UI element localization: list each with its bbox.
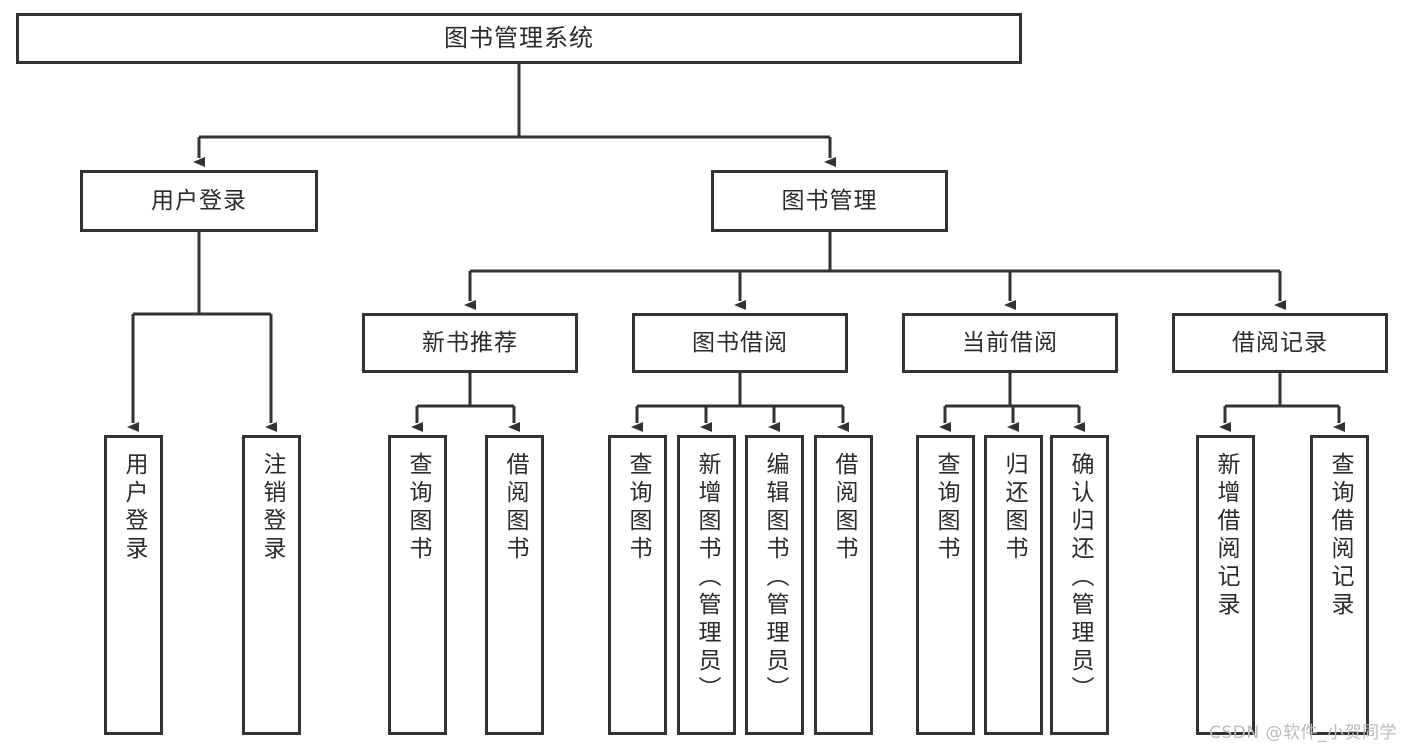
node-new-book-rec[interactable]: 新书推荐 — [362, 313, 578, 373]
node-leaf-borrow-book-rec-label: 借阅图书 — [502, 452, 528, 564]
node-leaf-query-book-label: 查询图书 — [625, 452, 651, 564]
node-leaf-query-book-cur-label: 查询图书 — [933, 452, 959, 564]
node-leaf-add-borrow-record-label: 新增借阅记录 — [1213, 452, 1239, 620]
node-leaf-borrow-book-label: 借阅图书 — [831, 452, 857, 564]
node-root-label: 图书管理系统 — [444, 23, 594, 52]
node-leaf-user-login-label: 用户登录 — [121, 452, 147, 564]
node-book-borrow-label: 图书借阅 — [692, 329, 788, 356]
node-leaf-return-book-label: 归还图书 — [1001, 452, 1027, 564]
node-new-book-rec-label: 新书推荐 — [422, 329, 518, 356]
node-leaf-query-book-rec-label: 查询图书 — [405, 452, 431, 564]
node-current-borrow-label: 当前借阅 — [962, 329, 1058, 356]
node-leaf-edit-book-admin[interactable]: 编辑图书（管理员） — [745, 435, 804, 735]
node-borrow-record-label: 借阅记录 — [1232, 329, 1328, 356]
node-leaf-user-logout-label: 注销登录 — [259, 452, 285, 564]
node-leaf-borrow-book-rec[interactable]: 借阅图书 — [485, 435, 544, 735]
node-book-borrow[interactable]: 图书借阅 — [632, 313, 848, 373]
node-user-login-label: 用户登录 — [151, 187, 247, 214]
node-leaf-query-borrow-record-label: 查询借阅记录 — [1327, 452, 1353, 620]
node-leaf-add-borrow-record[interactable]: 新增借阅记录 — [1196, 435, 1255, 735]
node-borrow-record[interactable]: 借阅记录 — [1172, 313, 1388, 373]
node-leaf-query-book-rec[interactable]: 查询图书 — [388, 435, 447, 735]
node-leaf-return-book[interactable]: 归还图书 — [984, 435, 1043, 735]
node-leaf-confirm-return-admin-label: 确认归还（管理员） — [1067, 452, 1093, 704]
node-leaf-add-book-admin-label: 新增图书（管理员） — [694, 452, 720, 704]
node-leaf-query-book-cur[interactable]: 查询图书 — [916, 435, 975, 735]
node-root[interactable]: 图书管理系统 — [16, 13, 1022, 64]
node-leaf-borrow-book[interactable]: 借阅图书 — [814, 435, 873, 735]
node-leaf-confirm-return-admin[interactable]: 确认归还（管理员） — [1050, 435, 1109, 735]
node-current-borrow[interactable]: 当前借阅 — [902, 313, 1118, 373]
node-leaf-query-borrow-record[interactable]: 查询借阅记录 — [1310, 435, 1369, 735]
node-leaf-user-logout[interactable]: 注销登录 — [242, 435, 301, 735]
watermark: CSDN @软件_小贺同学 — [1209, 723, 1397, 743]
node-book-manage[interactable]: 图书管理 — [711, 170, 948, 232]
node-leaf-add-book-admin[interactable]: 新增图书（管理员） — [677, 435, 736, 735]
node-leaf-user-login[interactable]: 用户登录 — [104, 435, 163, 735]
node-leaf-edit-book-admin-label: 编辑图书（管理员） — [762, 452, 788, 704]
node-leaf-query-book[interactable]: 查询图书 — [608, 435, 667, 735]
node-book-manage-label: 图书管理 — [781, 187, 878, 214]
node-user-login[interactable]: 用户登录 — [80, 170, 318, 232]
